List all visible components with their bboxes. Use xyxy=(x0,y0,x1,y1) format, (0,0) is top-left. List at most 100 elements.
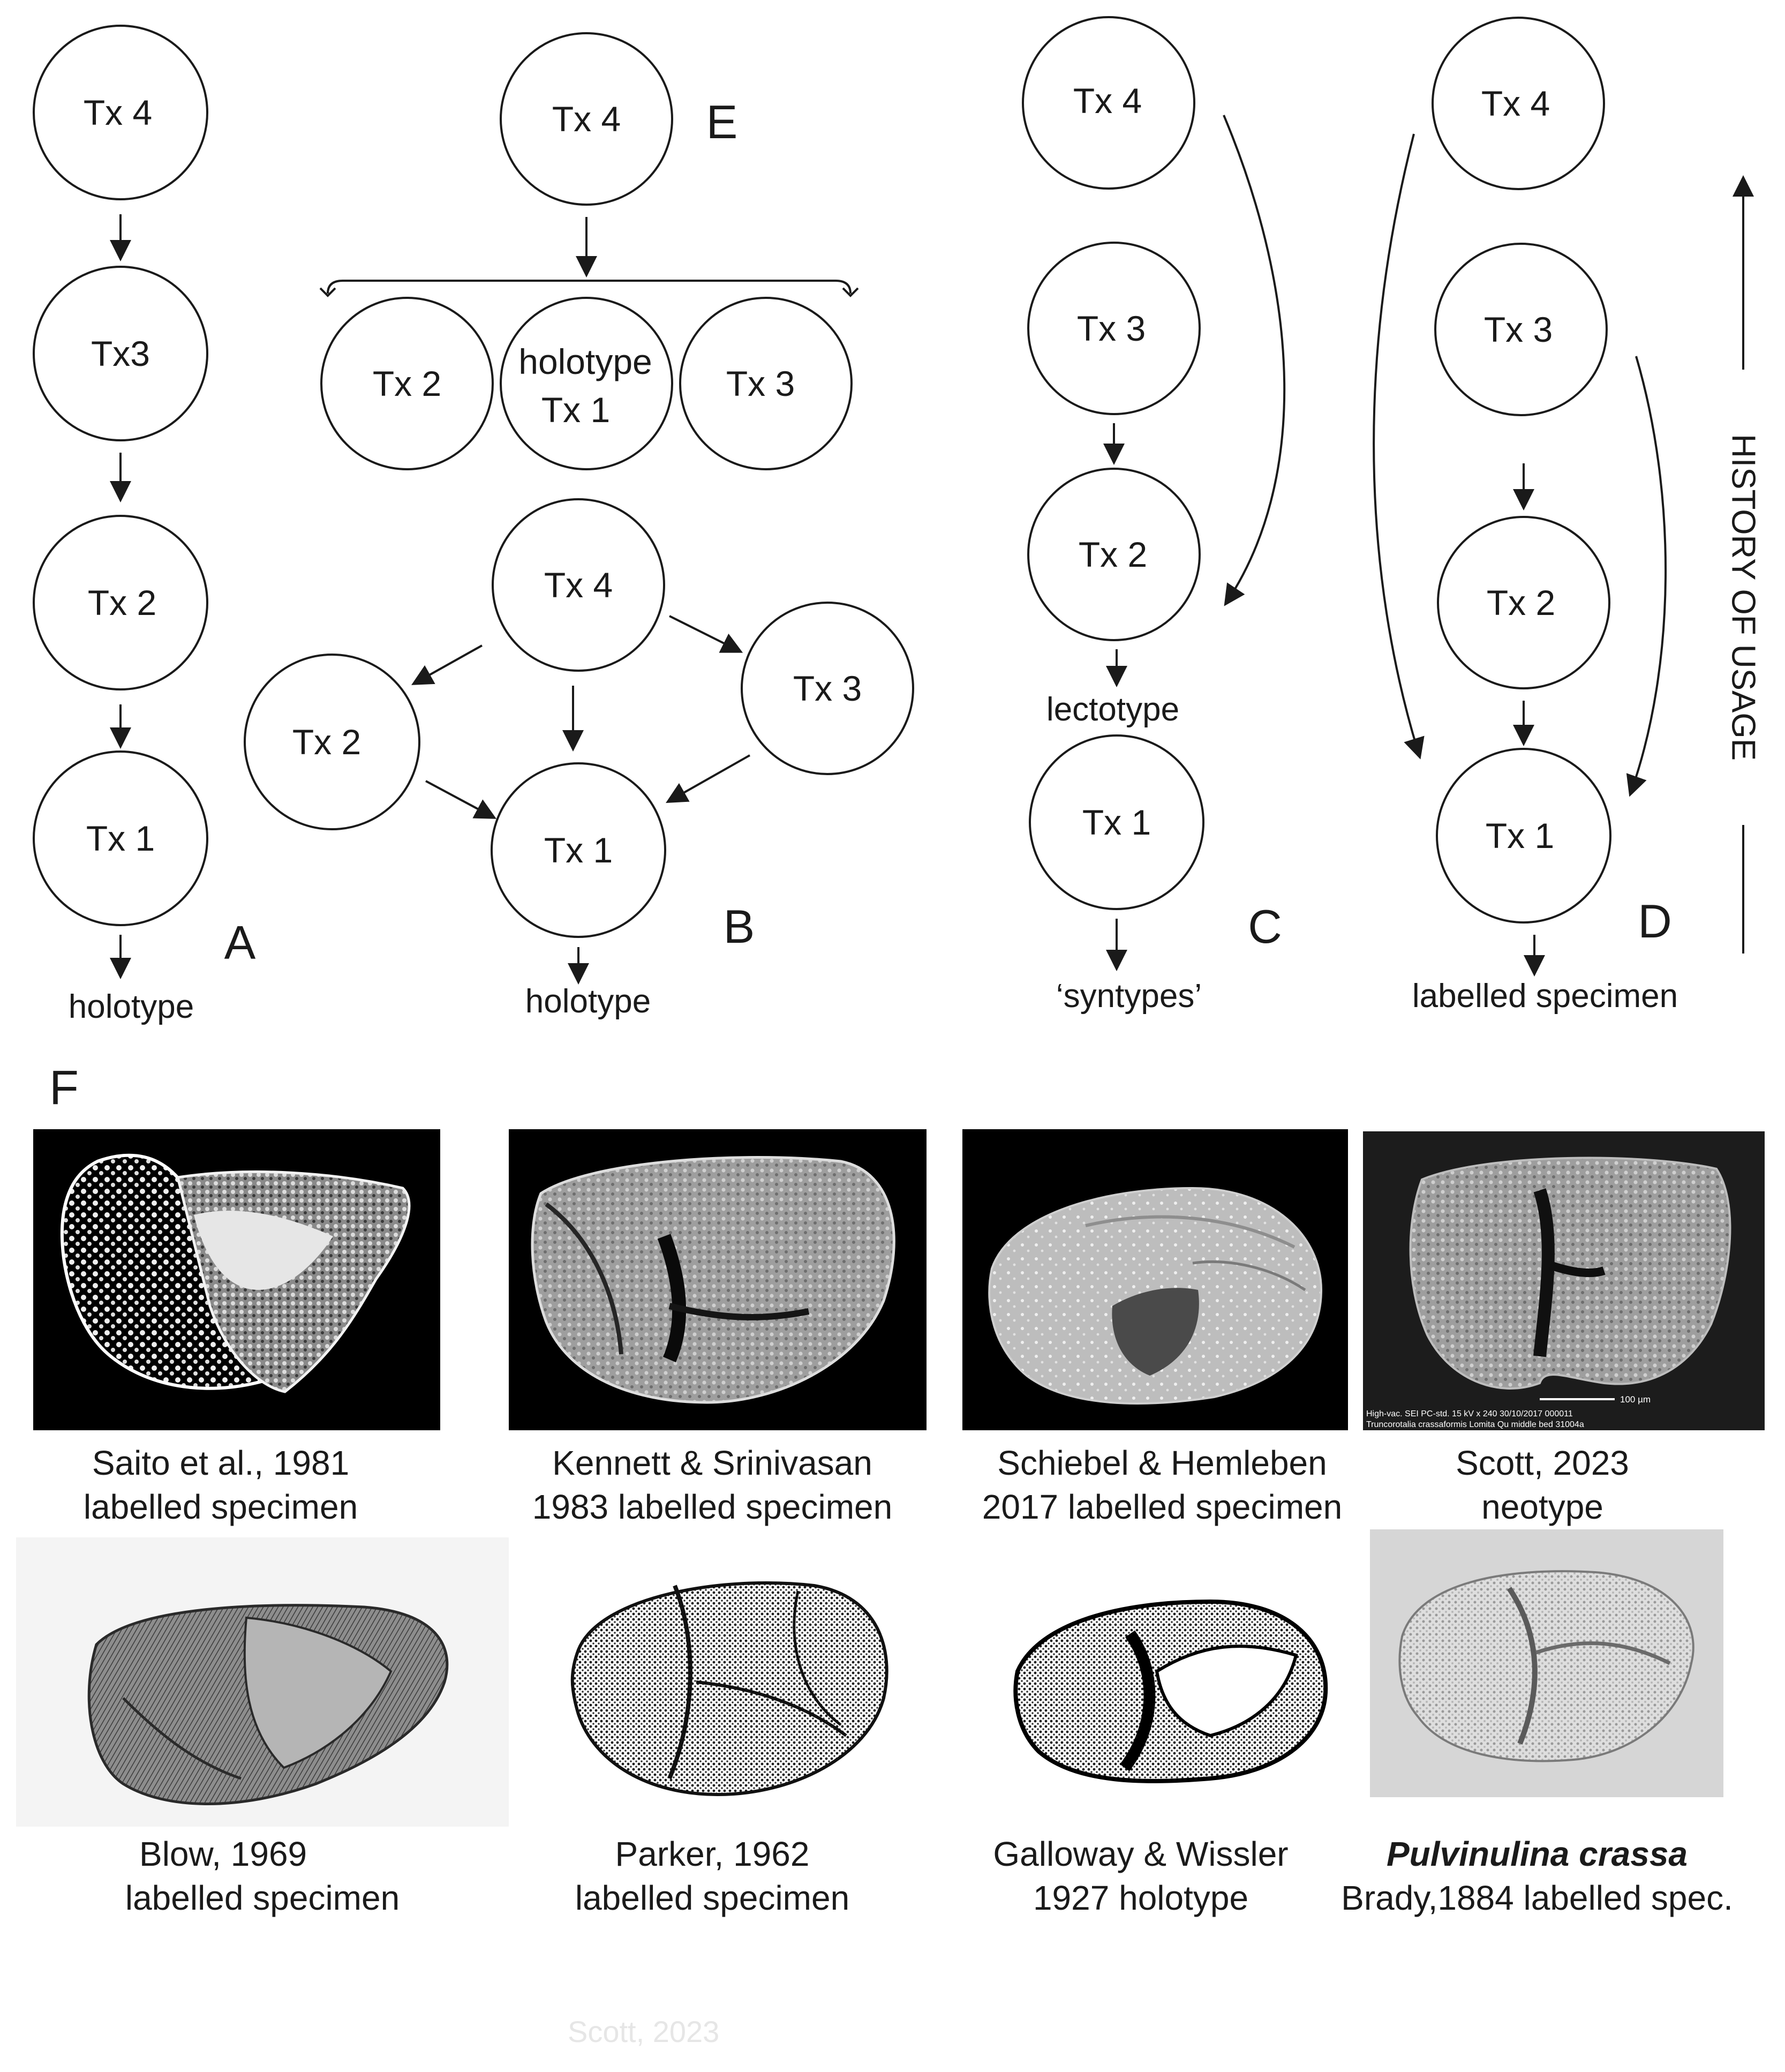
c-tx4-label: Tx 4 xyxy=(1073,81,1142,121)
caption-brady-line2: Brady,1884 labelled spec. xyxy=(1341,1879,1733,1917)
sem-info-line1: High-vac. SEI PC-std. 15 kV x 240 30/10/… xyxy=(1366,1409,1573,1418)
node-c-tx1 xyxy=(1029,734,1204,910)
node-e-tx2 xyxy=(320,297,494,470)
a-tx3-label: Tx3 xyxy=(91,334,150,373)
specimen-galloway-image xyxy=(996,1564,1339,1811)
caption-scott-line1: Scott, 2023 xyxy=(1456,1444,1629,1482)
arrow-b-3-1 xyxy=(666,754,750,803)
a-tx2-label: Tx 2 xyxy=(88,583,156,622)
d-labelled-label: labelled specimen xyxy=(1412,978,1678,1015)
node-d-tx4 xyxy=(1432,17,1605,190)
node-d-tx1 xyxy=(1436,748,1611,924)
sem-scale-label: 100 µm xyxy=(1620,1394,1651,1405)
e-tx1-label: Tx 1 xyxy=(541,390,610,430)
caption-saito-line2: labelled specimen xyxy=(83,1488,358,1526)
tx-diagram: Tx 4 Tx3 Tx 2 Tx 1 Tx 4 Tx 2 holotype Tx… xyxy=(33,16,1762,1025)
d-tx3-label: Tx 3 xyxy=(1484,310,1553,349)
node-e-holotype-tx1 xyxy=(500,297,673,470)
caption-kennett-line2: 1983 labelled specimen xyxy=(532,1488,893,1526)
panel-letter-f: F xyxy=(49,1061,79,1115)
caption-kennett: Kennett & Srinivasan 1983 labelled speci… xyxy=(493,1441,932,1529)
e-holotype-label: holotype xyxy=(518,342,652,381)
d-tx4-label: Tx 4 xyxy=(1481,84,1550,123)
brace-e xyxy=(327,280,852,294)
caption-saito-line1: Saito et al., 1981 xyxy=(92,1444,350,1482)
c-tx3-label: Tx 3 xyxy=(1077,309,1146,348)
b-tx4-label: Tx 4 xyxy=(544,565,613,605)
arrow-b-4-3 xyxy=(669,615,743,653)
caption-brady-line1: Pulvinulina crassa xyxy=(1386,1835,1688,1873)
e-tx3-label: Tx 3 xyxy=(726,364,795,403)
caption-galloway-line1: Galloway & Wissler xyxy=(993,1835,1289,1873)
brace-e-left-tip xyxy=(319,287,336,297)
curve-d-4-1 xyxy=(1373,133,1425,760)
caption-galloway-line2: 1927 holotype xyxy=(1033,1879,1249,1917)
node-b-tx4 xyxy=(492,498,665,672)
panel-a xyxy=(33,25,208,979)
caption-scott-line2: neotype xyxy=(1481,1488,1603,1526)
e-tx2-label: Tx 2 xyxy=(373,364,441,403)
caption-galloway: Galloway & Wissler 1927 holotype xyxy=(959,1832,1323,1920)
a-holotype-label: holotype xyxy=(69,988,194,1025)
footer-credit: Scott, 2023 xyxy=(568,2015,720,2048)
arrow-b-4-2 xyxy=(411,644,483,685)
panel-b xyxy=(244,498,914,985)
b-tx3-label: Tx 3 xyxy=(793,669,862,708)
node-d-tx3 xyxy=(1434,243,1608,416)
node-e-tx3 xyxy=(679,297,853,470)
specimen-blow-image xyxy=(16,1537,509,1827)
e-tx4-label: Tx 4 xyxy=(552,99,621,139)
specimen-scott-sem-image: 100 µm High-vac. SEI PC-std. 15 kV x 240… xyxy=(1363,1131,1765,1430)
sem-info-line2: Truncorotalia crassaformis Lomita Qu mid… xyxy=(1366,1420,1584,1429)
arrow-b-2-1 xyxy=(425,780,497,819)
c-lectotype-label: lectotype xyxy=(1046,691,1179,728)
b-holotype-label: holotype xyxy=(525,983,651,1020)
b-tx1-label: Tx 1 xyxy=(544,830,613,870)
caption-parker-line1: Parker, 1962 xyxy=(615,1835,810,1873)
specimen-brady-image xyxy=(1370,1529,1723,1797)
node-e-tx4 xyxy=(500,32,673,206)
b-tx2-label: Tx 2 xyxy=(292,722,361,762)
node-c-tx4 xyxy=(1022,16,1195,190)
a-tx4-label: Tx 4 xyxy=(84,93,152,132)
node-a-tx2 xyxy=(33,515,208,690)
specimen-saito-image xyxy=(33,1129,440,1430)
specimen-parker-image xyxy=(546,1553,910,1821)
c-tx2-label: Tx 2 xyxy=(1079,535,1147,574)
caption-kennett-line1: Kennett & Srinivasan xyxy=(552,1444,872,1482)
a-tx1-label: Tx 1 xyxy=(86,819,155,858)
node-c-tx3 xyxy=(1027,242,1201,415)
d-tx1-label: Tx 1 xyxy=(1486,816,1554,855)
panel-letter-c: C xyxy=(1248,900,1282,953)
node-b-tx1 xyxy=(491,762,666,938)
caption-schiebel: Schiebel & Hemleben 2017 labelled specim… xyxy=(943,1441,1382,1529)
d-tx2-label: Tx 2 xyxy=(1487,583,1555,622)
brace-e-right-tip xyxy=(842,287,859,297)
node-b-tx2 xyxy=(244,654,420,830)
panel-e xyxy=(319,32,859,470)
panel-letter-d: D xyxy=(1638,895,1672,948)
panel-letter-e: E xyxy=(706,95,738,148)
node-a-tx4 xyxy=(33,25,208,200)
caption-scott: Scott, 2023 neotype xyxy=(1387,1441,1698,1529)
caption-blow: Blow, 1969 labelled specimen xyxy=(75,1832,450,1920)
caption-schiebel-line1: Schiebel & Hemleben xyxy=(997,1444,1327,1482)
caption-saito: Saito et al., 1981 labelled specimen xyxy=(33,1441,408,1529)
specimen-kennett-image xyxy=(509,1129,927,1430)
curve-c-4-2 xyxy=(1223,115,1286,606)
caption-parker-line2: labelled specimen xyxy=(575,1879,850,1917)
specimen-schiebel-image xyxy=(962,1129,1348,1430)
node-d-tx2 xyxy=(1437,516,1610,689)
node-c-tx2 xyxy=(1027,468,1201,641)
panel-c xyxy=(1022,16,1286,971)
caption-blow-line1: Blow, 1969 xyxy=(139,1835,307,1873)
caption-blow-line2: labelled specimen xyxy=(125,1879,400,1917)
panel-d xyxy=(1373,17,1667,977)
panel-letter-b: B xyxy=(724,900,755,953)
caption-schiebel-line2: 2017 labelled specimen xyxy=(982,1488,1343,1526)
caption-brady: Pulvinulina crassa Brady,1884 labelled s… xyxy=(1301,1832,1773,1920)
node-b-tx3 xyxy=(741,602,914,775)
node-a-tx3 xyxy=(33,266,208,441)
caption-parker: Parker, 1962 labelled specimen xyxy=(525,1832,900,1920)
c-syntypes-label: ‘syntypes’ xyxy=(1056,978,1202,1015)
